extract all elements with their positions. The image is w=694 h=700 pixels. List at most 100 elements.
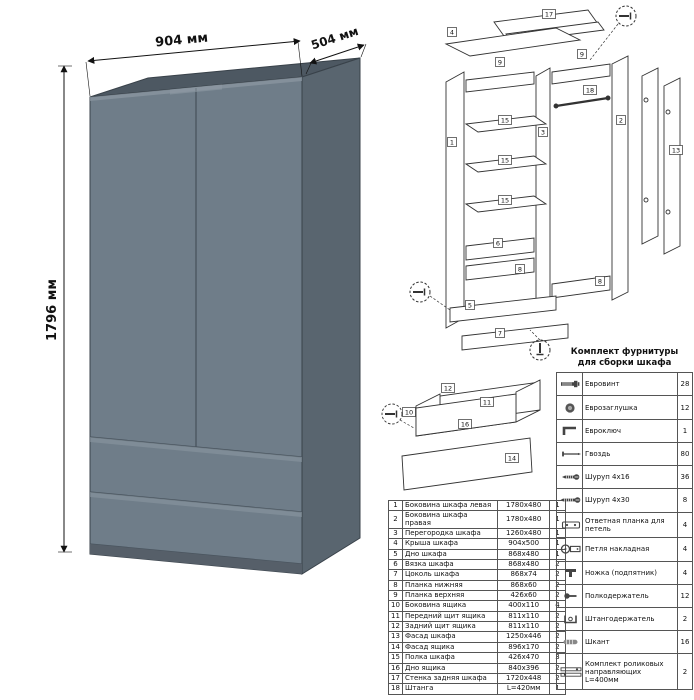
exploded-door-panel: [641, 67, 659, 245]
rod-end: [605, 95, 611, 101]
dowel-icon: [556, 630, 583, 655]
svg-text:17: 17: [545, 10, 553, 18]
parts-cell-name: Стенка задняя шкафа: [401, 672, 499, 685]
parts-cell-no: 5: [388, 548, 403, 561]
detail-circle: [409, 281, 431, 303]
confirmat-screw-icon: [556, 372, 583, 397]
exploded-roof-panel: [444, 27, 582, 57]
exploded-cross-plank: [465, 237, 535, 261]
hardware-item-name: Ножка (подпятник): [582, 560, 678, 585]
right-door-handle-chamfer: [196, 84, 222, 92]
detail-circle: [381, 403, 403, 425]
svg-text:16: 16: [461, 420, 469, 428]
parts-cell-size: 811x110: [497, 621, 551, 633]
detail-circle: [529, 339, 551, 361]
hex-key-icon: [556, 418, 583, 443]
parts-cell-name: Планка нижняя: [401, 579, 499, 592]
hardware-item-qty: 2: [677, 606, 693, 632]
parts-cell-name: Крыша шкафа: [401, 538, 499, 550]
svg-text:15: 15: [501, 196, 509, 204]
hardware-item-qty: 4: [677, 511, 693, 539]
hardware-item-name: Шуруп 4x16: [582, 465, 678, 490]
parts-cell-no: 18: [388, 683, 403, 695]
callout-label-4: 4: [447, 27, 457, 37]
parts-cell-size: 868x60: [497, 579, 551, 592]
parts-cell-size: 1260x480: [497, 528, 551, 540]
hardware-item-qty: 36: [677, 465, 693, 490]
callout-label-5: 5: [465, 300, 475, 310]
parts-cell-no: 6: [388, 559, 403, 571]
hardware-item-qty: 16: [677, 630, 693, 655]
parts-cell-size: 896x170: [497, 641, 551, 654]
svg-text:5: 5: [468, 301, 472, 309]
parts-cell-no: 13: [388, 631, 403, 643]
drawer-slides-icon: [556, 653, 583, 691]
parts-cell-no: 15: [388, 652, 403, 664]
callout-label-2: 2: [616, 115, 626, 125]
callout-label-18: 18: [583, 85, 597, 95]
parts-cell-name: Фасад шкафа: [401, 631, 499, 643]
nail-icon: [556, 441, 583, 467]
parts-cell-size: 426x470: [497, 652, 551, 664]
callout-label-8: 8: [595, 276, 605, 286]
hardware-row: Ножка (подпятник)4: [556, 560, 693, 585]
svg-text:18: 18: [586, 86, 594, 94]
parts-cell-no: 10: [388, 600, 403, 612]
hardware-kit-title-line1: Комплект фурнитуры: [570, 347, 679, 357]
exploded-cross-plank: [465, 257, 535, 281]
parts-cell-name: Цоколь шкафа: [401, 569, 499, 581]
hardware-item-name: Гвоздь: [582, 441, 678, 467]
detail-circle: [615, 5, 637, 27]
depth-dimension-line: [309, 43, 365, 65]
extension-line: [85, 61, 91, 97]
hardware-kit-title: Комплект фурнитуры для сборки шкафа: [556, 347, 693, 368]
detail-leader-line: [589, 23, 619, 61]
callout-label-1: 1: [447, 137, 457, 147]
hinge-plate-icon: [556, 511, 583, 539]
hardware-item-qty: 28: [677, 372, 693, 397]
drawer1-handle-chamfer: [90, 437, 302, 462]
hardware-item-qty: 80: [677, 441, 693, 467]
svg-text:9: 9: [498, 58, 502, 66]
callout-label-15: 15: [498, 195, 512, 205]
left-door-handle-chamfer: [170, 87, 196, 95]
parts-cell-name: Дно ящика: [401, 662, 499, 674]
hinge-icon: [556, 537, 583, 562]
callout-label-7: 7: [495, 328, 505, 338]
shelf-pin-icon: [556, 583, 583, 609]
parts-cell-size: 1720x448: [497, 672, 551, 685]
screw-4x16-icon: [556, 465, 583, 490]
parts-cell-name: Боковина ящика: [401, 600, 499, 612]
exploded-door-panel: [663, 77, 681, 255]
svg-text:2: 2: [619, 116, 623, 124]
parts-cell-size: 840x396: [497, 662, 551, 674]
svg-text:13: 13: [672, 146, 680, 154]
svg-text:11: 11: [483, 398, 491, 406]
parts-cell-no: 8: [388, 579, 403, 592]
hardware-item-name: Шкант: [582, 630, 678, 655]
plinth: [90, 544, 302, 574]
hardware-item-qty: 2: [677, 653, 693, 691]
exploded-plinth-plank: [461, 323, 569, 351]
